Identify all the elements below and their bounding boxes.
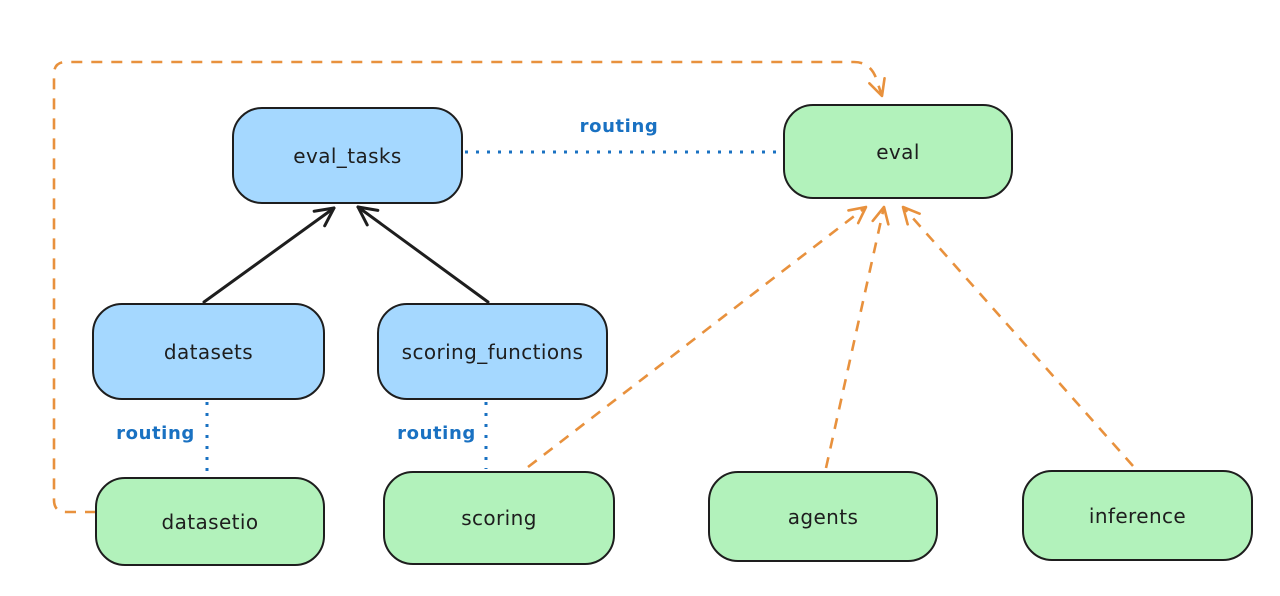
- node-agents-label: agents: [787, 504, 859, 529]
- node-inference-label: inference: [1088, 503, 1187, 528]
- routing-label-scoring-functions-scoring: routing: [397, 423, 476, 444]
- edge-scoring-functions-to-eval-tasks: [356, 205, 490, 304]
- node-eval-tasks-label: eval_tasks: [293, 143, 402, 168]
- edge-agents-to-eval: [824, 205, 890, 469]
- node-eval: eval: [783, 104, 1013, 199]
- routing-label-eval-tasks-eval: routing: [579, 116, 659, 137]
- node-datasets-label: datasets: [163, 339, 254, 364]
- edge-datasets-to-eval-tasks: [202, 206, 336, 304]
- node-datasets: datasets: [92, 303, 325, 400]
- node-scoring-functions: scoring_functions: [377, 303, 608, 400]
- node-inference: inference: [1022, 470, 1253, 561]
- node-eval-tasks: eval_tasks: [232, 107, 463, 204]
- edge-datasetio-to-eval-loop: [52, 60, 886, 514]
- node-scoring-functions-label: scoring_functions: [401, 339, 584, 364]
- node-scoring-label: scoring: [461, 506, 537, 530]
- node-scoring: scoring: [383, 471, 615, 565]
- node-datasetio-label: datasetio: [161, 509, 259, 534]
- node-eval-label: eval: [876, 139, 920, 164]
- edge-inference-to-eval: [901, 205, 1134, 467]
- node-agents: agents: [708, 471, 938, 562]
- routing-label-datasets-datasetio: routing: [116, 423, 195, 444]
- node-datasetio: datasetio: [95, 477, 325, 566]
